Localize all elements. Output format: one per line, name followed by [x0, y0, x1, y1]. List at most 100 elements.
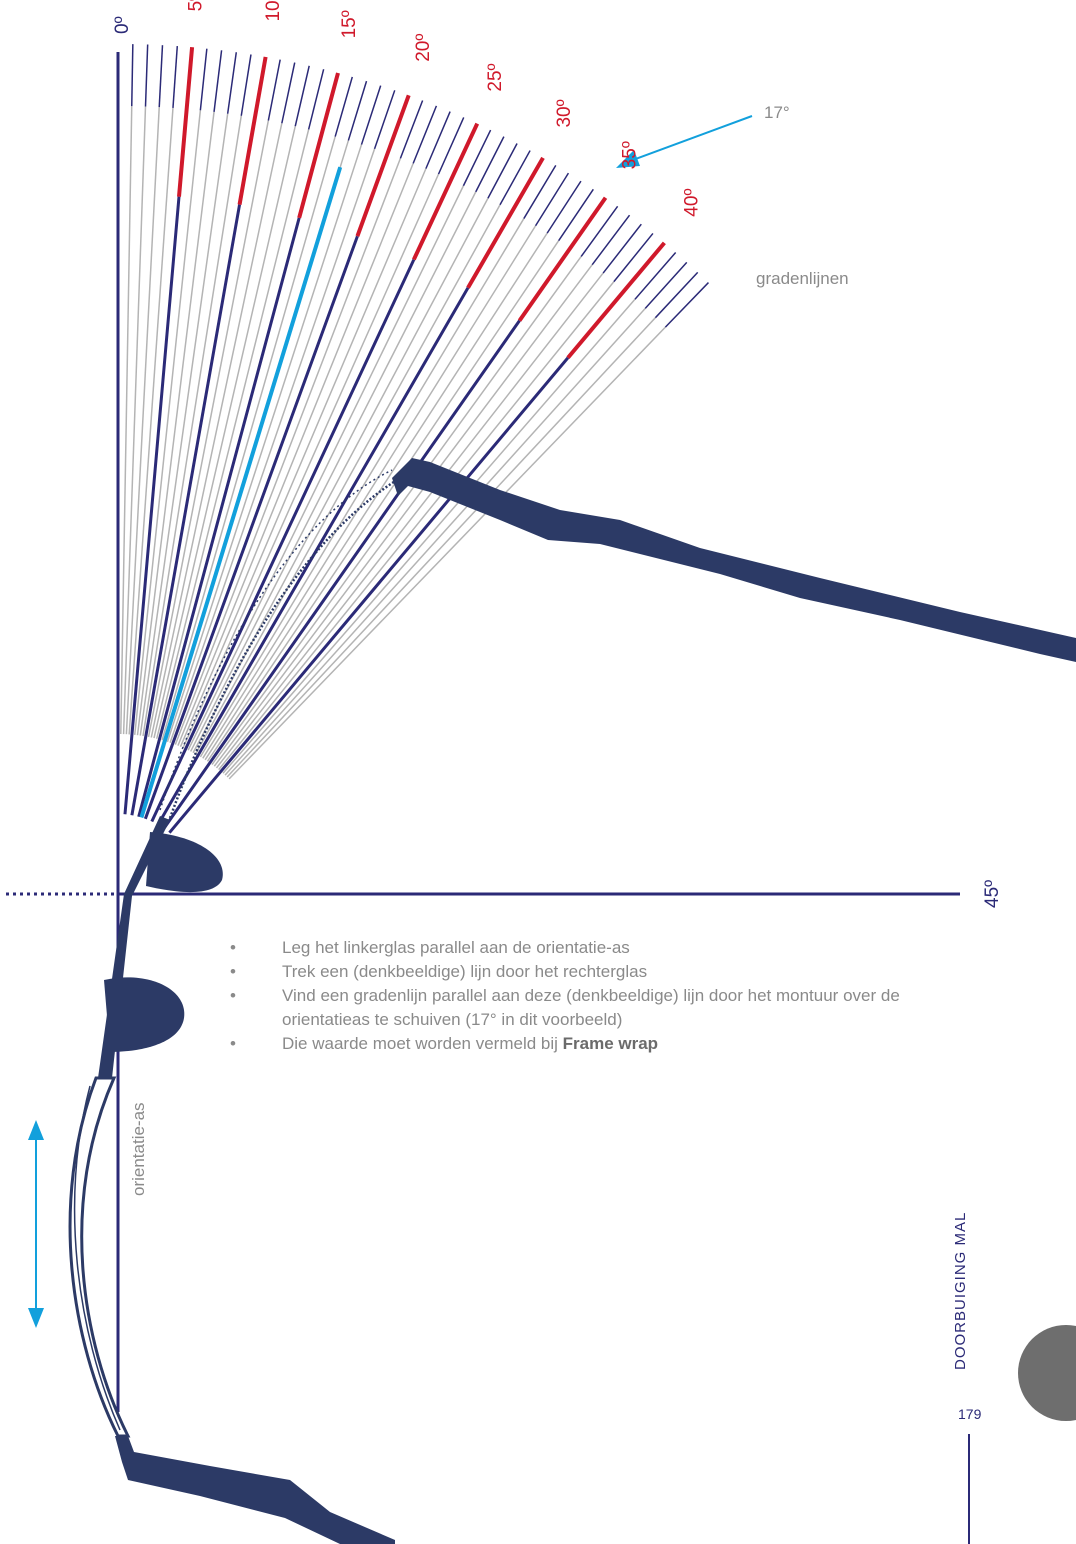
degree-line-minor-tip [546, 180, 582, 234]
nose-pad-upper [146, 832, 223, 893]
degree-line-minor [182, 173, 440, 749]
degree-line-major-tip [566, 241, 666, 360]
degree-line-minor-tip [158, 45, 164, 108]
left-temple-arm [115, 1436, 395, 1544]
degree-line-minor-tip [347, 80, 368, 141]
degree-label-5: 5º [186, 0, 207, 11]
degree-line-minor [228, 326, 666, 780]
degree-line-major [137, 217, 301, 818]
degree-line-minor-tip [360, 85, 382, 145]
degree-line-minor-tip [281, 62, 296, 124]
degree-line-major-tip [237, 56, 268, 205]
degree-line-major [130, 204, 242, 816]
degree-line-minor-tip [412, 105, 438, 164]
degree-line-minor-tip [240, 54, 252, 116]
degree-line-minor [161, 136, 336, 741]
degree-line-minor [211, 256, 582, 765]
degree-line-minor-tip [558, 188, 594, 242]
left-lens-rim [68, 1076, 131, 1438]
degree-line-minor-tip [654, 271, 699, 319]
slide-double-arrow [28, 1120, 44, 1328]
degree-line-minor-tip [144, 44, 149, 107]
degree-line-minor [222, 298, 636, 774]
degree-line-major-tip [517, 196, 608, 322]
callout-arrow [616, 115, 753, 168]
degree-line-major [123, 196, 181, 815]
nose-pad-lower [104, 977, 185, 1052]
degree-line-major-tip [177, 47, 195, 197]
highlight-17-line [139, 166, 343, 819]
instruction-item: Vind een gradenlijn parallel aan deze (d… [230, 984, 950, 1032]
right-temple-arm [392, 458, 1076, 662]
degree-line-minor-tip [591, 214, 631, 266]
degree-lines [120, 44, 709, 834]
degree-line-minor [218, 281, 615, 771]
degree-line-minor [147, 120, 270, 738]
left-lens-inner [73, 1085, 121, 1431]
degree-line-minor [142, 115, 243, 737]
eyeglass-frame-illustration [68, 458, 1076, 1544]
degree-line-minor [215, 272, 604, 769]
degree-line-minor [133, 110, 202, 735]
degree-line-minor-tip [307, 69, 325, 130]
degree-line-minor [136, 111, 215, 736]
degree-line-minor-tip [602, 223, 642, 274]
degree-label-30: 30º [554, 99, 575, 127]
degree-line-minor [155, 129, 310, 739]
degree-line-minor-tip [294, 65, 310, 127]
degree-line-major-tip [297, 72, 340, 219]
degree-line-minor [204, 232, 548, 761]
degree-line-minor-tip [534, 172, 570, 227]
annotation-orientatie-as: orientatie-as [129, 1102, 148, 1196]
frame-wrap-term: Frame wrap [562, 1034, 659, 1053]
degree-line-major-tip [466, 156, 545, 289]
degree-line-minor [153, 126, 296, 739]
degree-line-minor-tip [580, 205, 619, 257]
degree-line-minor [194, 204, 501, 755]
degree-label-20: 20º [413, 34, 434, 62]
degree-line-minor [213, 264, 593, 767]
degree-line-major [162, 319, 521, 830]
degree-line-minor-tip [267, 59, 281, 121]
degree-line-minor-tip [644, 261, 688, 309]
degree-line-minor-tip [373, 90, 396, 150]
degree-line-minor-tip [462, 129, 492, 187]
degree-line-minor [179, 168, 427, 748]
degree-line-minor-tip [226, 52, 238, 114]
instruction-item: Leg het linkerglas parallel aan de orien… [230, 936, 950, 960]
degree-line-minor-tip [172, 46, 179, 108]
axis-label-45: 45º [982, 880, 1003, 908]
axis-label-0: 0º [112, 16, 133, 34]
instruction-item: Die waarde moet worden vermeld bij Frame… [230, 1032, 950, 1056]
degree-line-minor-tip [334, 76, 354, 137]
right-lens-rim [168, 476, 401, 819]
degree-line-minor [189, 191, 477, 752]
callout-17-label: 17° [764, 103, 790, 122]
degree-line-minor [150, 123, 283, 738]
page-number: 179 [958, 1406, 982, 1422]
section-title: DOORBUIGING MAL [952, 1211, 969, 1370]
degree-label-40: 40º [681, 189, 702, 217]
degree-line-minor [226, 317, 656, 778]
degree-line-minor-tip [213, 50, 223, 112]
degree-label-10: 10º [263, 0, 284, 22]
degree-line-minor-tip [399, 100, 424, 159]
degree-line-minor [169, 148, 376, 743]
degree-line-minor [122, 106, 147, 735]
degree-line-minor-tip [475, 136, 505, 193]
degree-line-major-tip [412, 122, 480, 261]
degree-line-minor [125, 107, 160, 735]
degree-line-minor [202, 225, 537, 759]
degree-line-major [156, 287, 470, 826]
degree-line-minor [177, 163, 414, 746]
degree-line-minor-tip [199, 48, 208, 111]
instruction-item: Trek een (denkbeeldige) lijn door het re… [230, 960, 950, 984]
degree-line-minor-tip [523, 165, 557, 219]
degree-line-minor [224, 307, 646, 776]
degree-line-minor-tip [634, 252, 677, 300]
degree-line-minor-tip [664, 282, 709, 328]
degree-line-minor [166, 144, 363, 743]
degree-label-25: 25º [485, 63, 506, 91]
